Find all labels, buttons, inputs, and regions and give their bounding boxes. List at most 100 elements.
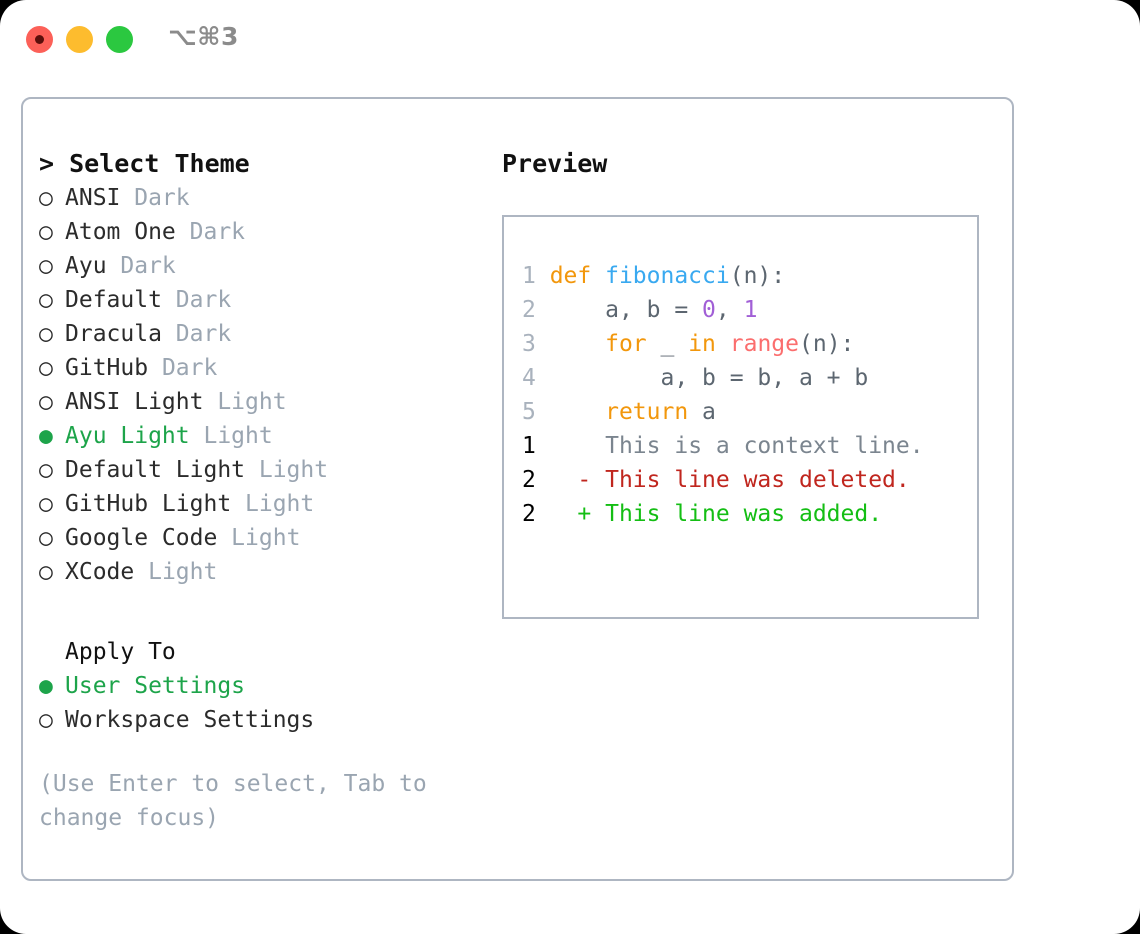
code-line-number: 4 xyxy=(522,365,550,391)
radio-unselected-icon: ○ xyxy=(39,707,53,733)
theme-option-label: ANSI xyxy=(65,185,121,211)
code-token: 1 xyxy=(743,297,758,323)
code-line: 5 return a xyxy=(522,395,868,429)
code-token: return xyxy=(605,399,689,425)
theme-option-variant: Light xyxy=(231,491,315,517)
code-token: (n): xyxy=(799,331,855,357)
theme-option-label: Default Light xyxy=(65,457,246,483)
theme-option-variant: Light xyxy=(245,457,329,483)
code-token: range xyxy=(729,331,799,357)
radio-unselected-icon: ○ xyxy=(39,559,53,585)
diff-sample: 1 This is a context line. 2 - This line w… xyxy=(522,429,924,531)
code-token: _ xyxy=(646,331,689,357)
title-bar: ⌥⌘3 xyxy=(0,0,1140,80)
theme-option-label: Ayu xyxy=(65,253,107,279)
code-line: 3 for _ in range(n): xyxy=(522,327,868,361)
apply-to-option-user-settings[interactable]: ●User Settings xyxy=(39,669,489,703)
diff-sign: - xyxy=(535,467,606,493)
radio-unselected-icon: ○ xyxy=(39,321,53,347)
hint-spacer xyxy=(39,737,489,767)
theme-option-label: Dracula xyxy=(65,321,162,347)
theme-option-label: Default xyxy=(65,287,162,313)
theme-option-variant: Dark xyxy=(106,253,176,279)
radio-unselected-icon: ○ xyxy=(39,287,53,313)
preview-column: Preview 1 def fibonacci(n):2 a, b = 0, 1… xyxy=(502,147,992,619)
theme-option-variant: Dark xyxy=(161,287,232,313)
section-spacer xyxy=(39,589,489,635)
code-token: , xyxy=(715,297,744,323)
theme-option-variant: Light xyxy=(189,423,273,449)
theme-option-github-light[interactable]: ○ GitHub Light Light xyxy=(39,487,489,521)
radio-selected-icon: ● xyxy=(39,423,53,449)
theme-option-label: XCode xyxy=(65,559,135,585)
code-line: 1 def fibonacci(n): xyxy=(522,259,868,293)
diff-line-number: 1 xyxy=(522,433,536,459)
theme-option-ayu[interactable]: ○Ayu Dark xyxy=(39,249,489,283)
radio-unselected-icon: ○ xyxy=(39,389,53,415)
diff-line: 1 This is a context line. xyxy=(522,429,924,463)
theme-option-variant: Light xyxy=(217,525,301,551)
code-line: 4 a, b = b, a + b xyxy=(522,361,868,395)
code-token: a, b = xyxy=(549,297,703,323)
theme-picker-column: > Select Theme ○ANSI Dark○Atom One Dark○… xyxy=(39,147,489,835)
theme-option-label: Ayu Light xyxy=(65,423,190,449)
code-token xyxy=(716,331,730,357)
theme-option-atom-one[interactable]: ○Atom One Dark xyxy=(39,215,489,249)
theme-option-github[interactable]: ○GitHub Dark xyxy=(39,351,489,385)
theme-option-label: GitHub xyxy=(65,355,149,381)
theme-option-xcode[interactable]: ○ XCode Light xyxy=(39,555,489,589)
code-token: for xyxy=(605,331,647,357)
theme-option-list: ○ANSI Dark○Atom One Dark○Ayu Dark○Defaul… xyxy=(39,181,489,589)
theme-option-label: Atom One xyxy=(65,219,176,245)
apply-to-heading: Apply To xyxy=(65,639,176,665)
theme-option-label: Google Code xyxy=(65,525,218,551)
theme-option-variant: Light xyxy=(134,559,218,585)
theme-option-google-code[interactable]: ○ Google Code Light xyxy=(39,521,489,555)
diff-line-number: 2 xyxy=(522,501,536,527)
diff-line-text: This line was added. xyxy=(605,501,883,527)
theme-option-ansi-light[interactable]: ○ ANSI Light Light xyxy=(39,385,489,419)
preview-heading: Preview xyxy=(502,149,608,178)
theme-option-variant: Dark xyxy=(161,321,232,347)
code-token: a xyxy=(688,399,716,425)
radio-unselected-icon: ○ xyxy=(39,355,53,381)
code-token xyxy=(550,399,605,425)
radio-unselected-icon: ○ xyxy=(39,457,53,483)
radio-unselected-icon: ○ xyxy=(39,525,53,551)
radio-unselected-icon: ○ xyxy=(39,491,53,517)
apply-to-option-label: Workspace Settings xyxy=(65,707,315,733)
diff-sign: + xyxy=(535,501,606,527)
code-line-number: 2 xyxy=(522,297,550,323)
code-line: 2 a, b = 0, 1 xyxy=(522,293,868,327)
minimize-window-button[interactable] xyxy=(66,26,93,53)
theme-option-label: ANSI Light xyxy=(65,389,204,415)
maximize-window-button[interactable] xyxy=(106,26,133,53)
keyboard-shortcut-label: ⌥⌘3 xyxy=(168,22,239,51)
code-token: in xyxy=(688,331,716,357)
theme-option-label: GitHub Light xyxy=(65,491,232,517)
theme-option-default[interactable]: ○ Default Dark xyxy=(39,283,489,317)
keyboard-hint-text: (Use Enter to select, Tab to change focu… xyxy=(39,771,427,831)
code-line-number: 3 xyxy=(522,331,550,357)
apply-to-option-list: ●User Settings ○ Workspace Settings xyxy=(39,669,489,737)
diff-sign xyxy=(536,433,605,459)
theme-option-ansi[interactable]: ○ANSI Dark xyxy=(39,181,489,215)
radio-unselected-icon: ○ xyxy=(39,185,53,211)
code-token: a, b = b, a + b xyxy=(549,365,869,391)
theme-option-dracula[interactable]: ○ Dracula Dark xyxy=(39,317,489,351)
theme-option-variant: Light xyxy=(203,389,287,415)
theme-option-variant: Dark xyxy=(175,219,246,245)
apply-to-option-workspace-settings[interactable]: ○ Workspace Settings xyxy=(39,703,489,737)
theme-option-default-light[interactable]: ○ Default Light Light xyxy=(39,453,489,487)
code-token: (n): xyxy=(729,263,786,289)
select-theme-heading: > Select Theme xyxy=(39,149,250,178)
theme-option-ayu-light[interactable]: ● Ayu Light Light xyxy=(39,419,489,453)
code-token: def xyxy=(549,263,606,289)
diff-line-number: 2 xyxy=(522,467,536,493)
diff-line: 2 + This line was added. xyxy=(522,497,924,531)
code-token: fibonacci xyxy=(605,263,730,289)
close-window-button[interactable] xyxy=(26,26,53,53)
diff-line-text: This line was deleted. xyxy=(605,467,910,493)
